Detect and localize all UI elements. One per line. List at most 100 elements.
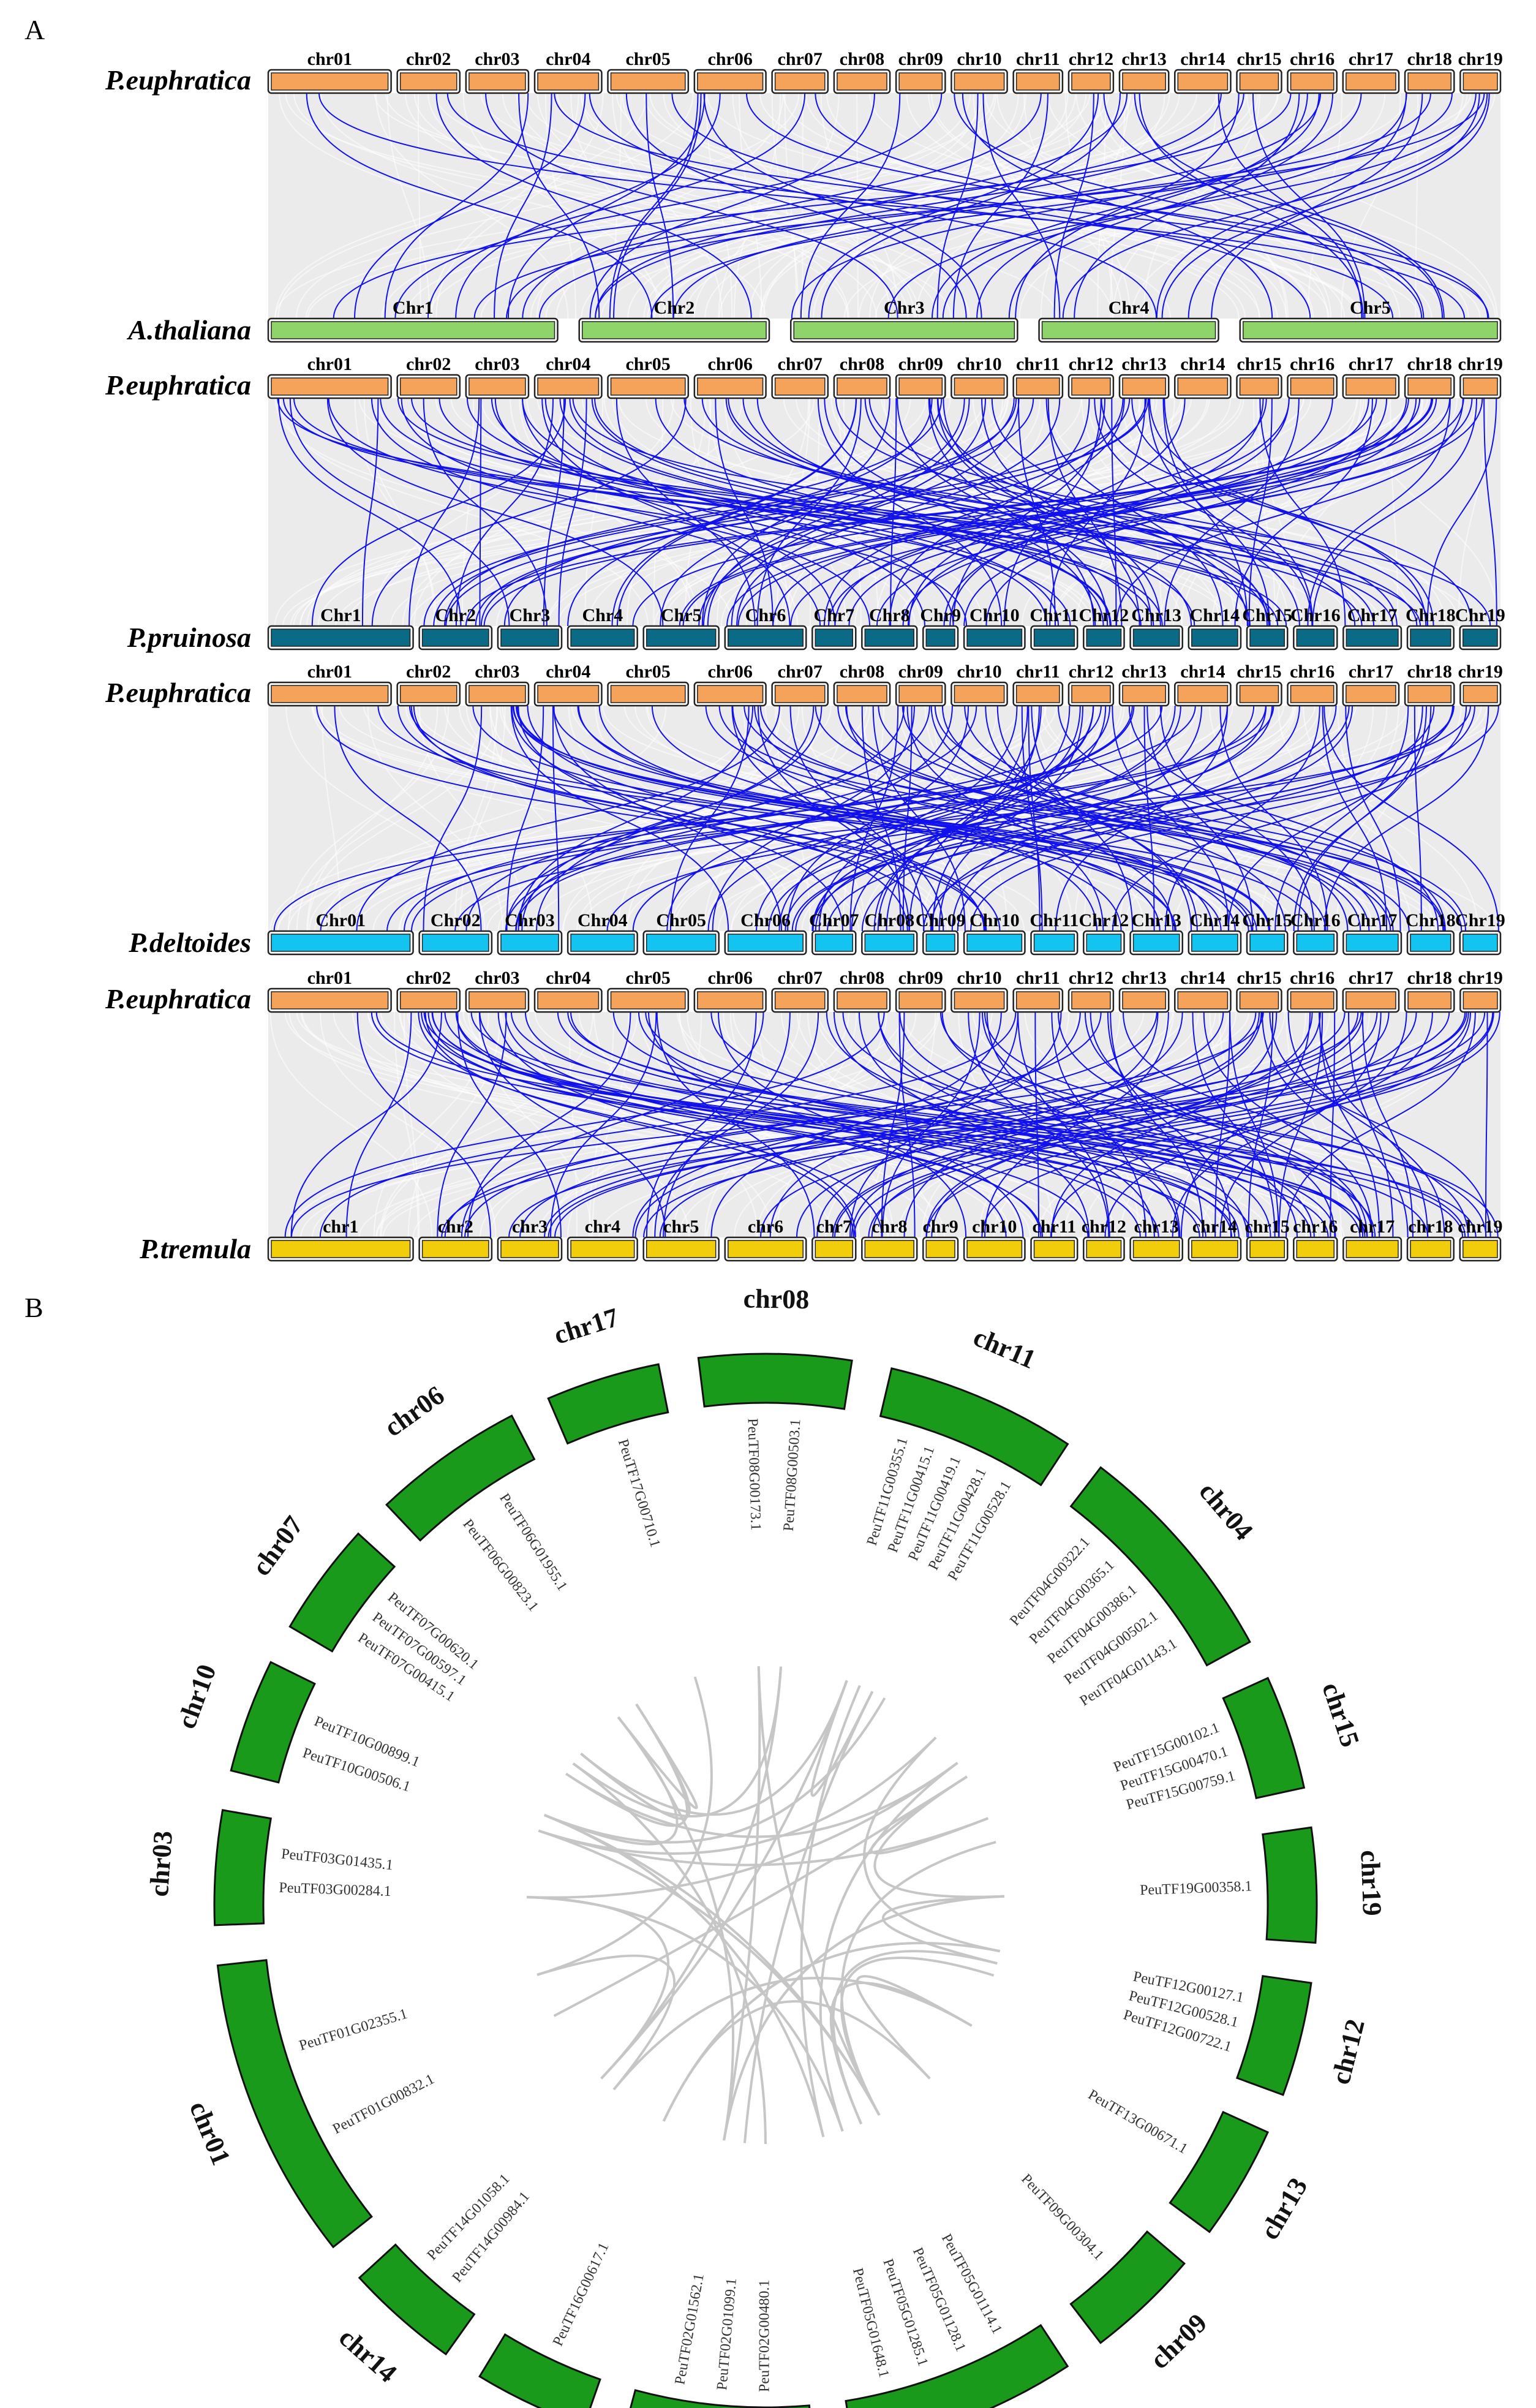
syntenic-link — [616, 398, 756, 627]
target-chromosome-chr12 — [1086, 1240, 1122, 1258]
target-label-Chr10: Chr10 — [969, 910, 1020, 930]
syntenic-link — [1219, 705, 1328, 932]
background-link — [622, 92, 916, 319]
background-link — [775, 705, 811, 932]
peu-label-chr06: chr06 — [708, 49, 753, 69]
syntenic-link — [1323, 705, 1489, 932]
target-chromosome-Chr19 — [1463, 934, 1498, 952]
syntenic-link — [922, 705, 1435, 932]
peu-chromosome-chr15 — [1239, 72, 1279, 91]
background-link — [431, 92, 579, 319]
gene-pair-link — [819, 1762, 958, 2132]
gene-pair-link — [572, 1666, 783, 1817]
target-chromosome-Chr05 — [646, 934, 717, 952]
syntenic-link — [1322, 705, 1388, 932]
background-link — [427, 92, 878, 319]
chromosome-block-chr14 — [358, 2243, 476, 2356]
gene-pair-link — [527, 1895, 844, 2132]
syntenic-link — [598, 705, 1122, 932]
syntenic-link — [473, 92, 1485, 319]
syntenic-link — [1180, 1011, 1311, 1238]
syntenic-link — [1483, 398, 1497, 627]
background-link — [530, 92, 971, 319]
syntenic-link — [356, 705, 780, 932]
gene-pair-link — [757, 1666, 881, 2116]
syntenic-link — [609, 92, 699, 319]
background-link — [932, 705, 1008, 932]
background-link — [544, 92, 577, 319]
syntenic-link — [710, 1011, 1002, 1238]
syntenic-link — [553, 705, 782, 932]
target-chromosome-Chr13 — [1132, 934, 1180, 952]
peu-chromosome-chr19 — [1463, 991, 1498, 1010]
syntenic-link — [470, 1011, 1464, 1238]
peu-label-chr15: chr15 — [1237, 968, 1281, 988]
circos-chr02: chr02PeuTF02G00480.1PeuTF02G01099.1PeuTF… — [629, 2273, 811, 2408]
syntenic-link — [671, 92, 1311, 319]
peu-label-chr05: chr05 — [625, 49, 670, 69]
species-label-top: P.euphratica — [105, 64, 251, 96]
peu-label-chr15: chr15 — [1237, 49, 1281, 69]
target-label-chr17: chr17 — [1350, 1217, 1395, 1237]
background-link — [371, 398, 563, 627]
syntenic-link — [515, 705, 1135, 932]
peu-label-chr05: chr05 — [625, 662, 670, 682]
background-link — [616, 92, 1246, 319]
target-chromosome-Chr9 — [925, 628, 955, 647]
target-chromosome-chr17 — [1346, 1240, 1399, 1258]
peu-chromosome-chr16 — [1290, 685, 1335, 703]
chromosome-block-chr10 — [230, 1661, 316, 1784]
gene-pair-link — [565, 1762, 958, 1838]
syntenic-link — [815, 92, 1423, 319]
syntenic-link — [957, 705, 1353, 932]
syntenic-link — [679, 398, 1437, 627]
target-label-Chr08: Chr08 — [864, 910, 914, 930]
syntenic-link — [1090, 1011, 1336, 1238]
syntenic-link — [1297, 705, 1428, 932]
background-link — [379, 1011, 594, 1238]
chromosome-label-chr12: chr12 — [1325, 2016, 1371, 2087]
target-label-chr11: chr11 — [1033, 1217, 1077, 1237]
peu-chromosome-chr15 — [1239, 685, 1279, 703]
peu-label-chr02: chr02 — [406, 662, 451, 682]
gene-label: PeuTF08G00173.1 — [744, 1418, 763, 1531]
background-link — [1038, 705, 1454, 932]
syntenic-link — [737, 398, 1421, 627]
syntenic-link — [725, 398, 1270, 627]
panel-label-b: B — [24, 1292, 43, 1323]
target-chromosome-chr10 — [966, 1240, 1023, 1258]
peu-chromosome-chr13 — [1122, 377, 1166, 396]
background-link — [673, 705, 1122, 932]
syntenic-link — [423, 398, 1017, 627]
syntenic-link — [790, 398, 1451, 627]
peu-label-chr10: chr10 — [957, 662, 1001, 682]
peu-chromosome-chr14 — [1177, 72, 1229, 91]
background-link — [1050, 398, 1458, 627]
syntenic-link — [800, 92, 901, 319]
background-link — [462, 92, 661, 319]
target-chromosome-Chr17 — [1346, 628, 1399, 647]
syntenic-link — [433, 398, 1034, 627]
gene-label: PeuTF02G01099.1 — [714, 2278, 740, 2391]
chromosome-block-chr06 — [385, 1414, 536, 1542]
peu-chromosome-chr10 — [954, 685, 1005, 703]
syntenic-link — [559, 398, 1111, 627]
peu-chromosome-chr09 — [898, 377, 943, 396]
syntenic-link — [817, 398, 1003, 627]
syntenic-link — [981, 1011, 1298, 1238]
syntenic-link — [567, 1011, 1477, 1238]
syntenic-link — [897, 398, 1109, 627]
target-chromosome-Chr11 — [1033, 934, 1075, 952]
peu-chromosome-chr17 — [1346, 72, 1396, 91]
background-link — [557, 92, 1260, 319]
syntenic-link — [717, 1011, 967, 1238]
background-link — [718, 92, 1170, 319]
gene-pair-link — [612, 1977, 973, 2091]
syntenic-link — [632, 705, 1255, 932]
syntenic-link — [1139, 92, 1364, 319]
target-label-Chr18: Chr18 — [1406, 910, 1456, 930]
peu-label-chr06: chr06 — [708, 662, 753, 682]
